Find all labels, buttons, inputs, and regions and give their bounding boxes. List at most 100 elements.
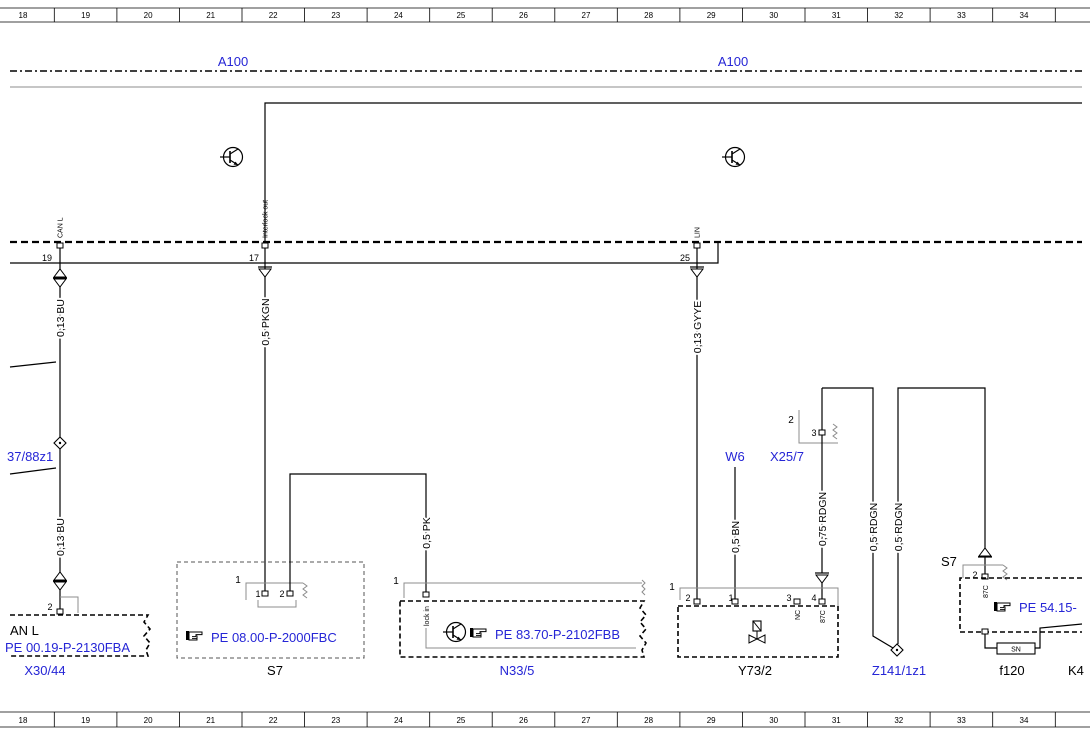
fuse-rating: SN — [1011, 647, 1021, 654]
pin-terminal — [693, 598, 701, 605]
connector-housing-s7 — [245, 582, 303, 600]
pin-terminal — [793, 598, 801, 605]
component-label-a100-left[interactable]: A100 — [218, 54, 248, 69]
wire-label-z141-a: 0,5 RDGN — [868, 503, 880, 551]
component-label-w6[interactable]: W6 — [725, 449, 745, 464]
wire-label-z141-b: 0,5 RDGN — [893, 503, 905, 551]
connector-number: 1 — [235, 575, 241, 586]
reference-link-x30-44[interactable]: PE 00.19-P-2130FBA — [5, 640, 130, 655]
pointing-hand-icon[interactable] — [993, 601, 1011, 612]
component-label-f120: f120 — [999, 663, 1024, 678]
pointing-hand-icon[interactable] — [469, 627, 487, 638]
pin-number: 2 — [972, 570, 977, 580]
ruler-column-number: 33 — [957, 11, 966, 20]
wire-interlock-internal — [264, 102, 1082, 241]
wire-label-can-l-lower: 0,13 BU — [55, 518, 67, 556]
wire-label-ground: 0,5 BN — [730, 521, 742, 553]
pin-terminal — [286, 590, 294, 597]
ruler-column-number: 30 — [769, 11, 778, 20]
ruler-column-number: 34 — [1020, 716, 1029, 725]
pin-name-lin: LIN — [695, 227, 702, 238]
component-label-x30-44[interactable]: X30/44 — [24, 663, 65, 678]
pin-number-25: 25 — [680, 253, 690, 263]
spring-mark — [832, 423, 838, 440]
component-label-z141-1z1[interactable]: Z141/1z1 — [872, 663, 926, 678]
ruler-column-number: 26 — [519, 716, 528, 725]
wire-label-x25-7: 0,75 RDGN — [817, 492, 829, 546]
ruler-column-number: 20 — [144, 716, 153, 725]
ruler-column-number: 19 — [81, 716, 90, 725]
pin-number: 2 — [279, 589, 284, 599]
wire-fuse-feed — [984, 634, 997, 649]
ruler-column-number: 29 — [707, 716, 716, 725]
component-label-s7: S7 — [267, 663, 283, 678]
internal-line — [425, 628, 636, 649]
component-box-s7-right — [959, 577, 1082, 633]
pin-number: 1 — [255, 589, 260, 599]
wire-lock-in — [289, 473, 427, 592]
ruler-column-number: 28 — [644, 11, 653, 20]
component-label-a100-right[interactable]: A100 — [718, 54, 748, 69]
pin-number: 1 — [728, 593, 733, 603]
switch-contact — [257, 600, 297, 608]
pointing-hand-icon[interactable] — [185, 630, 203, 641]
ruler-column-number: 24 — [394, 11, 403, 20]
wire-label-interlock: 0,5 PKGN — [260, 298, 272, 345]
plug-connection-icon — [815, 572, 829, 584]
plug-connection-icon — [53, 571, 67, 591]
component-box-y73-2 — [677, 605, 839, 658]
ruler-column-number: 31 — [832, 716, 841, 725]
splice-diamond-icon — [53, 436, 67, 450]
wire-fuse-out — [1035, 623, 1083, 649]
pin-terminal — [731, 598, 739, 605]
component-box-s7 — [176, 561, 365, 659]
reference-link-s7-right[interactable]: PE 54.15- — [1019, 600, 1077, 615]
component-label-z37-88z1[interactable]: 37/88z1 — [7, 449, 53, 464]
reference-link-s7[interactable]: PE 08.00-P-2000FBC — [211, 630, 337, 645]
pin-number: 4 — [811, 593, 816, 603]
transistor-icon — [721, 146, 746, 168]
ruler-column-number: 21 — [206, 716, 215, 725]
ruler-column-number: 31 — [832, 11, 841, 20]
connector-housing-line — [10, 242, 719, 264]
reference-link-n33-5[interactable]: PE 83.70-P-2102FBB — [495, 627, 620, 642]
component-label-x25-7[interactable]: X25/7 — [770, 449, 804, 464]
wire-label-can-l-upper: 0,13 BU — [55, 299, 67, 337]
component-box-x30-44 — [10, 614, 152, 657]
pin-number: 2 — [47, 602, 52, 612]
connector-number: 1 — [669, 582, 675, 593]
spring-mark — [1002, 564, 1008, 581]
pin-name-lock-in: lock in — [424, 606, 431, 626]
ruler-column-number: 32 — [894, 716, 903, 725]
component-box-n33-5 — [399, 600, 648, 658]
component-label-k4: K4 — [1068, 663, 1084, 678]
pin-terminal — [693, 242, 701, 249]
ruler-column-number: 30 — [769, 716, 778, 725]
ruler-column-number: 28 — [644, 716, 653, 725]
ruler-column-number: 19 — [81, 11, 90, 20]
connector-housing-n33-5 — [403, 582, 642, 598]
plug-connection-icon — [258, 266, 272, 278]
pin-name-87c: 87C — [820, 610, 827, 623]
ruler-column-number: 27 — [582, 716, 591, 725]
plug-connection-icon — [690, 266, 704, 278]
pin-name-interlock-out: Interlock out — [263, 200, 270, 238]
ruler-column-number: 25 — [456, 716, 465, 725]
component-label-n33-5[interactable]: N33/5 — [500, 663, 535, 678]
pin-name-can-l: CAN L — [58, 217, 65, 238]
ruler-column-number: 24 — [394, 716, 403, 725]
pin-number: 2 — [685, 593, 690, 603]
ruler-column-number: 23 — [331, 11, 340, 20]
ruler-column-number: 29 — [707, 11, 716, 20]
pin-terminal — [261, 590, 269, 597]
ruler-column-number: 18 — [19, 716, 28, 725]
pin-number-19: 19 — [42, 253, 52, 263]
pin-terminal — [981, 628, 989, 635]
spring-mark — [302, 582, 308, 599]
wire-incoming-left — [9, 361, 57, 368]
wire-label-lin: 0,13 GYYE — [692, 301, 704, 354]
pin-terminal — [981, 573, 989, 580]
pin-name-87c: 87C — [983, 585, 990, 598]
ruler-column-number: 22 — [269, 11, 278, 20]
pin-terminal — [56, 242, 64, 249]
